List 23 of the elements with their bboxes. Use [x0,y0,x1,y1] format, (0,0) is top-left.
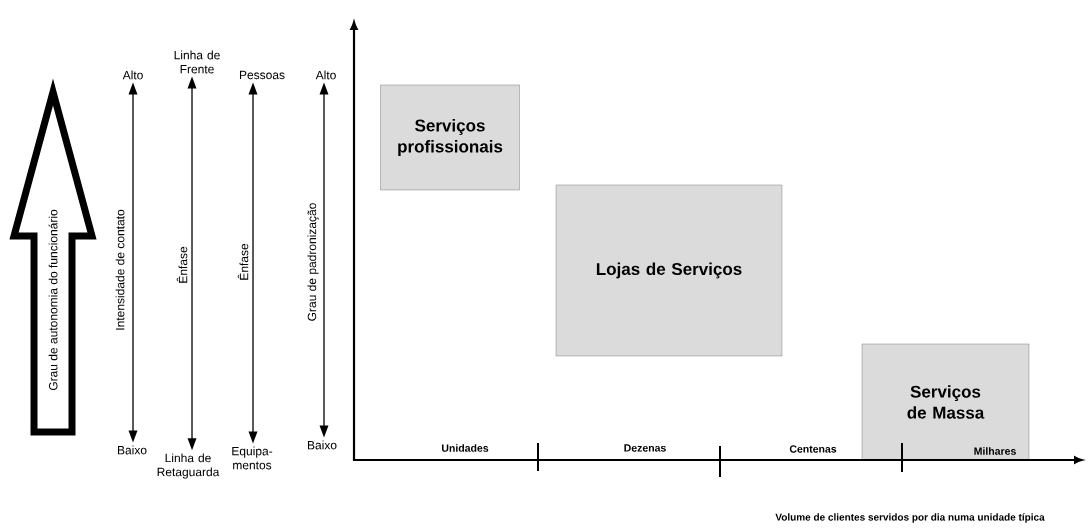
category-box: Lojas de Serviços [555,184,783,357]
edge-label: Ênfase [175,245,189,285]
axis-title: Volume de clientes servidos por dia numa unidade típica [775,513,1045,523]
edge-label: Grau de padronização [306,201,320,323]
axis-end-label: Pessoas [240,70,285,80]
category-label: Unidades [442,444,489,452]
double-arrow [187,76,197,451]
axis-end-label: Linha de Frente [174,50,220,74]
category-label: Dezenas [624,444,666,452]
axis-end-label: Baixo [118,445,147,455]
double-arrow [248,82,258,444]
category-label: Milhares [974,447,1016,455]
axis-end-label: Equipa- mentos [232,446,273,470]
edge-label: Ênfase [236,242,250,282]
axis-end-label: Linha de Retaguarda [157,453,220,479]
double-arrow [319,82,329,438]
axis-end-label: Alto [315,70,336,80]
double-arrow [128,82,138,443]
axis-end-label: Baixo [308,440,337,450]
axis-end-label: Alto [122,70,143,80]
edge-label: Intensidade de contato [114,208,126,332]
category-label: Centenas [789,445,837,453]
category-box: Serviços profissionais [380,84,520,191]
